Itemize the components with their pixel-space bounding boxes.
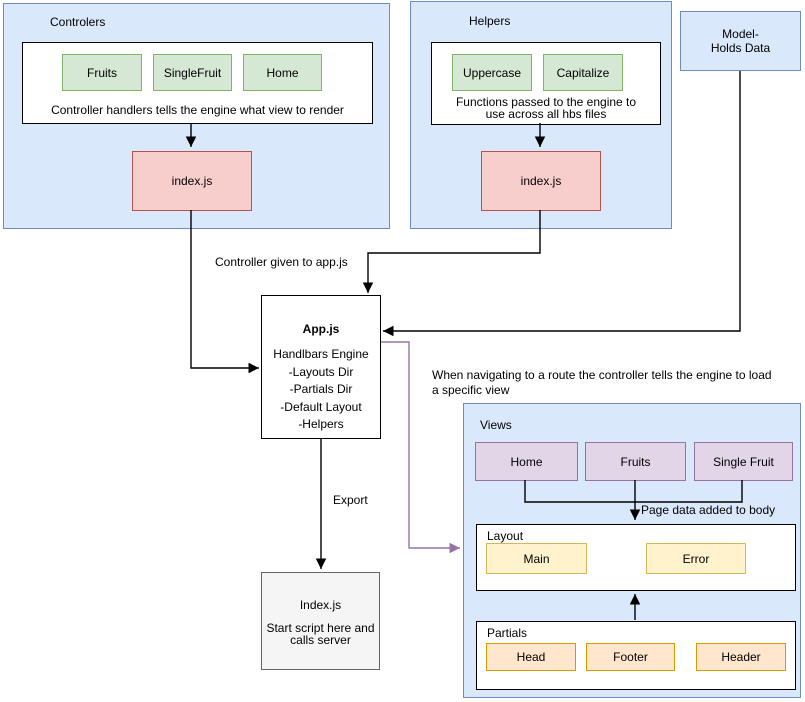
index-js-body: Start script here and calls server	[266, 621, 375, 647]
partial-footer: Footer	[586, 643, 675, 671]
layout-main: Main	[486, 543, 587, 574]
label-navigate-route: When navigating to a route the controlle…	[432, 368, 772, 397]
views-container: Views Home Fruits Single Fruit Layout Ma…	[463, 403, 801, 698]
view-fruits: Fruits	[585, 442, 686, 481]
app-js-box: App.js Handlbars Engine -Layouts Dir -Pa…	[261, 295, 381, 439]
view-single-fruit: Single Fruit	[694, 442, 793, 481]
helper-function-uppercase: Uppercase	[452, 54, 532, 91]
controller-handler-home: Home	[243, 54, 322, 91]
label-controller-given-to-app: Controller given to app.js	[215, 255, 348, 269]
controllers-container: Controlers Fruits SingleFruit Home Contr…	[3, 3, 390, 229]
controllers-handlers-box: Fruits SingleFruit Home Controller handl…	[22, 42, 373, 124]
partial-header: Header	[696, 643, 786, 671]
layout-box: Layout Main Error	[476, 524, 796, 591]
partials-box: Partials Head Footer Header	[476, 621, 796, 690]
model-box: Model- Holds Data	[680, 11, 801, 71]
partial-head: Head	[486, 643, 576, 671]
layout-title: Layout	[487, 529, 524, 543]
helpers-functions-box: Uppercase Capitalize Functions passed to…	[431, 42, 661, 125]
app-js-body: Handlbars Engine -Layouts Dir -Partials …	[273, 347, 369, 431]
index-js-title: Index.js	[299, 598, 342, 612]
arrow-controllers-index-to-app	[190, 210, 259, 374]
helper-function-capitalize: Capitalize	[543, 54, 623, 91]
controller-handler-singlefruit: SingleFruit	[153, 54, 232, 91]
controllers-title: Controlers	[50, 15, 106, 29]
helpers-title: Helpers	[469, 14, 511, 28]
helpers-index-js-box: index.js	[481, 151, 601, 211]
label-page-data: Page data added to body	[641, 503, 776, 517]
layout-error: Error	[646, 543, 746, 574]
app-js-title: App.js	[302, 322, 340, 336]
view-home: Home	[475, 442, 578, 481]
controllers-caption: Controller handlers tells the engine wha…	[51, 102, 344, 117]
helpers-container: Helpers Uppercase Capitalize Functions p…	[410, 1, 672, 229]
partials-title: Partials	[487, 626, 528, 640]
controllers-index-js-box: index.js	[132, 151, 252, 211]
label-export: Export	[333, 493, 368, 507]
controller-handler-fruits: Fruits	[62, 54, 142, 91]
views-title: Views	[480, 418, 512, 432]
helpers-caption: Functions passed to the engine to use ac…	[455, 94, 637, 121]
index-js-box: Index.js Start script here and calls ser…	[261, 572, 380, 670]
